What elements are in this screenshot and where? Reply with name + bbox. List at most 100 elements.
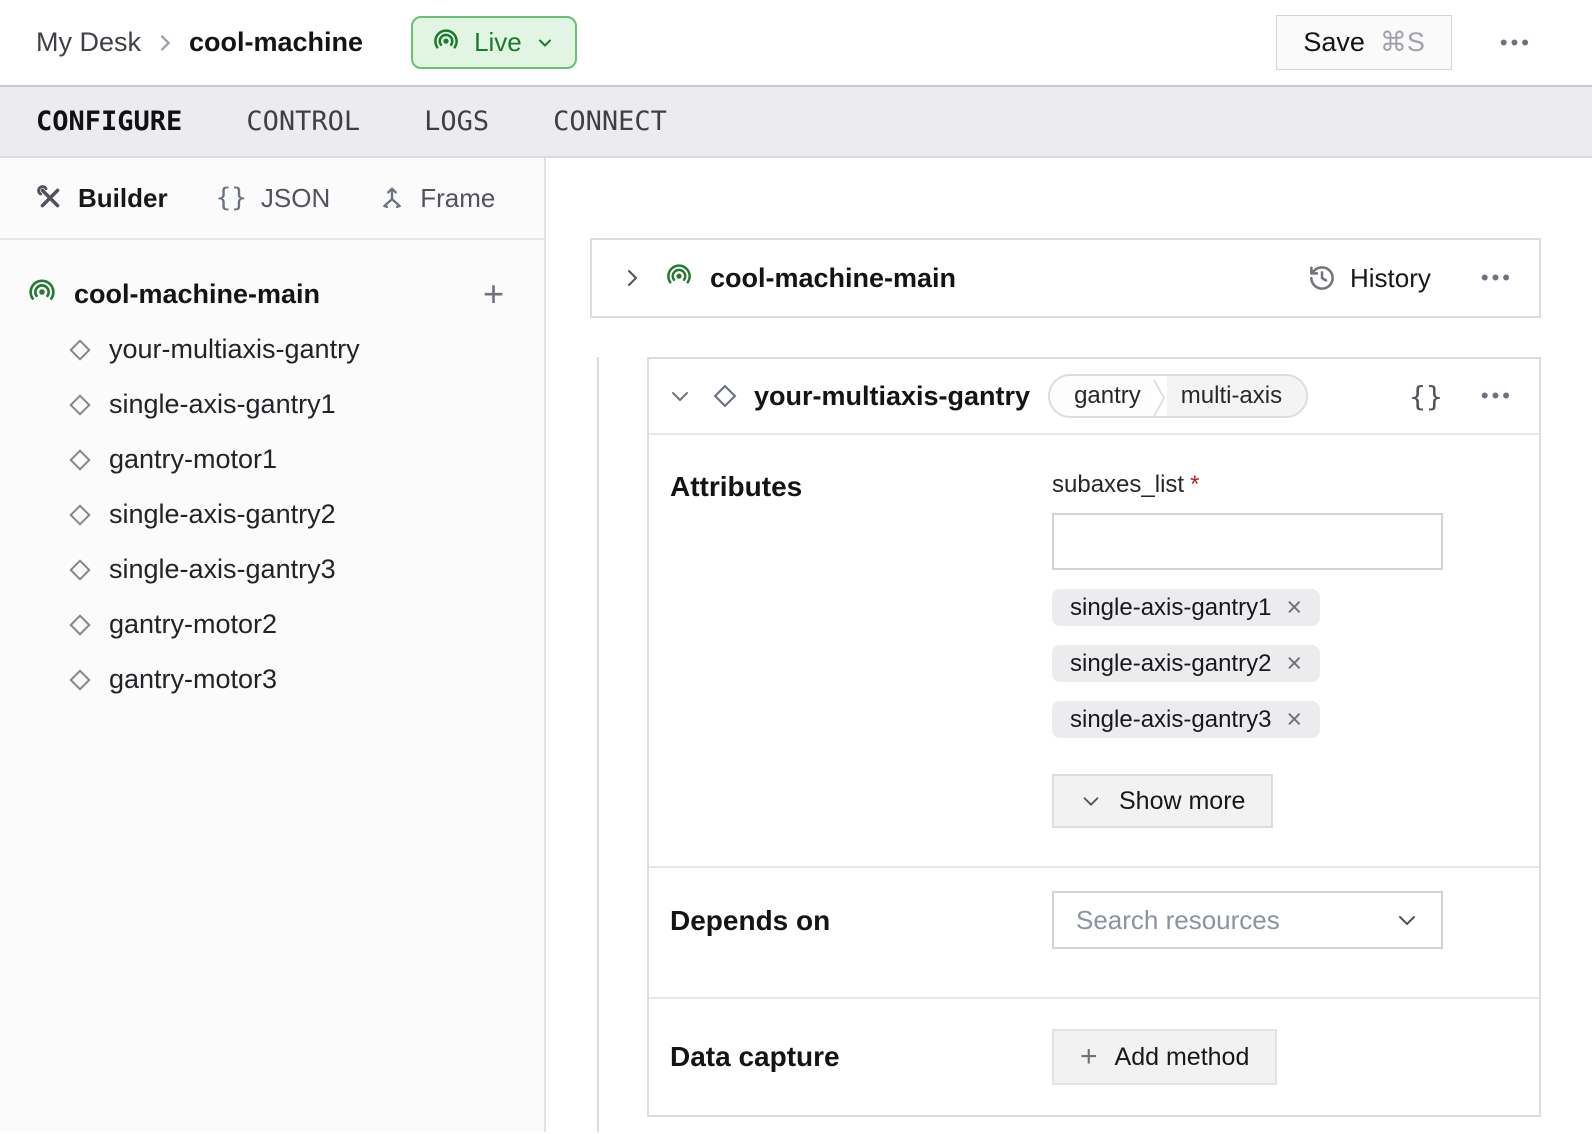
resource-tree: cool-machine-main + your-multiaxis-gantr… [0, 240, 544, 707]
depends-on-label: Depends on [670, 905, 831, 936]
tree-item-label: single-axis-gantry2 [109, 499, 336, 529]
subaxes-chip-list: single-axis-gantry1 × single-axis-gantry… [1052, 589, 1443, 738]
breadcrumb: My Desk cool-machine [36, 27, 363, 58]
data-capture-section: Data capture + Add method [649, 997, 1539, 1121]
braces-icon: {} [215, 183, 247, 213]
component-diamond-icon [66, 501, 94, 529]
tab-connect[interactable]: CONNECT [553, 106, 667, 137]
attributes-section-label: Attributes [670, 471, 803, 502]
component-overflow-menu-icon[interactable]: ••• [1480, 383, 1513, 408]
tree-item-label: single-axis-gantry3 [109, 554, 336, 584]
chip-single-axis-gantry2: single-axis-gantry2 × [1052, 645, 1321, 682]
tree-item-label: single-axis-gantry1 [109, 389, 336, 419]
tree-item-label: gantry-motor2 [109, 609, 278, 639]
component-diamond-icon [66, 611, 94, 639]
history-icon [1307, 263, 1337, 293]
view-tab-frame[interactable]: Frame [378, 183, 495, 214]
add-method-button[interactable]: + Add method [1052, 1029, 1278, 1085]
tab-configure[interactable]: CONFIGURE [36, 106, 183, 137]
add-method-label: Add method [1114, 1042, 1250, 1071]
tab-control[interactable]: CONTROL [246, 106, 361, 137]
chevron-down-icon [535, 33, 555, 53]
chevron-down-icon [1395, 908, 1419, 932]
remove-chip-icon[interactable]: × [1286, 648, 1303, 678]
tree-item-gantry-motor2[interactable]: gantry-motor2 [0, 597, 544, 652]
config-sidebar: Builder {} JSON Frame [0, 158, 546, 1132]
tag-separator-icon [1151, 376, 1167, 416]
tree-root-label: cool-machine-main [74, 278, 321, 309]
remove-chip-icon[interactable]: × [1286, 592, 1303, 622]
view-tab-json[interactable]: {} JSON [216, 183, 331, 214]
component-diamond-icon [66, 336, 94, 364]
json-view-icon[interactable]: {} [1409, 379, 1443, 413]
breadcrumb-current: cool-machine [189, 27, 364, 57]
chevron-right-icon[interactable] [620, 266, 644, 290]
tree-item-label: gantry-motor1 [109, 444, 278, 474]
broadcast-icon [431, 28, 461, 58]
tools-icon [36, 184, 64, 212]
breadcrumb-parent-link[interactable]: My Desk [36, 27, 142, 57]
add-resource-icon[interactable]: + [482, 273, 504, 314]
component-card-your-multiaxis-gantry: your-multiaxis-gantry gantry multi-axis … [647, 357, 1541, 1117]
tree-item-label: your-multiaxis-gantry [109, 334, 360, 364]
component-title: your-multiaxis-gantry [754, 380, 1031, 411]
tree-item-single-axis-gantry2[interactable]: single-axis-gantry2 [0, 487, 544, 542]
chevron-down-icon[interactable] [668, 384, 692, 408]
component-diamond-icon [66, 446, 94, 474]
component-type-tags: gantry multi-axis [1048, 374, 1309, 418]
tab-logs[interactable]: LOGS [424, 106, 490, 137]
depends-on-select[interactable]: Search resources [1052, 891, 1443, 949]
broadcast-icon [664, 263, 694, 293]
save-label: Save [1303, 27, 1365, 57]
component-diamond-icon [66, 391, 94, 419]
nav-tab-bar: CONFIGURE CONTROL LOGS CONNECT [0, 85, 1592, 158]
depends-on-placeholder: Search resources [1076, 904, 1280, 935]
tree-item-gantry-motor3[interactable]: gantry-motor3 [0, 652, 544, 707]
config-main-panel: cool-machine-main History ••• [546, 158, 1592, 1132]
breadcrumb-separator-icon [157, 31, 173, 55]
view-tab-label: Builder [78, 182, 168, 213]
tree-root-machine-part[interactable]: cool-machine-main + [0, 266, 544, 322]
history-label: History [1349, 262, 1431, 293]
view-mode-tabs: Builder {} JSON Frame [0, 158, 544, 240]
tag-type: gantry [1050, 376, 1151, 416]
broadcast-icon [26, 278, 58, 310]
part-overflow-menu-icon[interactable]: ••• [1480, 265, 1513, 290]
history-button[interactable]: History [1307, 263, 1431, 294]
top-bar: My Desk cool-machine Live Save ⌘S ••• [0, 0, 1592, 85]
frame-axes-icon [378, 184, 406, 212]
depends-on-section: Depends on Search resources [649, 866, 1539, 997]
tree-item-label: gantry-motor3 [109, 664, 278, 694]
plus-icon: + [1080, 1040, 1098, 1073]
view-tab-label: JSON [260, 182, 331, 213]
machine-part-title: cool-machine-main [710, 262, 957, 293]
live-status-dropdown[interactable]: Live [411, 16, 577, 69]
overflow-menu-icon[interactable]: ••• [1499, 29, 1532, 55]
show-more-button[interactable]: Show more [1052, 774, 1274, 828]
view-tab-builder[interactable]: Builder [36, 183, 168, 214]
chip-single-axis-gantry3: single-axis-gantry3 × [1052, 701, 1321, 738]
component-diamond-icon [710, 381, 740, 411]
required-marker: * [1190, 471, 1200, 498]
tree-item-your-multiaxis-gantry[interactable]: your-multiaxis-gantry [0, 322, 544, 377]
component-card-header: your-multiaxis-gantry gantry multi-axis … [649, 359, 1539, 435]
remove-chip-icon[interactable]: × [1286, 704, 1303, 734]
component-diamond-icon [66, 556, 94, 584]
live-label: Live [474, 27, 522, 57]
data-capture-label: Data capture [670, 1041, 840, 1072]
save-button[interactable]: Save ⌘S [1276, 15, 1452, 70]
part-resources-group: your-multiaxis-gantry gantry multi-axis … [597, 357, 1541, 1132]
tree-item-single-axis-gantry1[interactable]: single-axis-gantry1 [0, 377, 544, 432]
subaxes-input[interactable] [1052, 513, 1443, 570]
tree-item-single-axis-gantry3[interactable]: single-axis-gantry3 [0, 542, 544, 597]
chip-single-axis-gantry1: single-axis-gantry1 × [1052, 589, 1321, 626]
save-shortcut: ⌘S [1379, 27, 1425, 57]
tag-model: multi-axis [1166, 376, 1307, 416]
chevron-down-icon [1080, 790, 1102, 812]
show-more-label: Show more [1119, 786, 1246, 815]
tree-item-gantry-motor1[interactable]: gantry-motor1 [0, 432, 544, 487]
machine-part-card: cool-machine-main History ••• [590, 238, 1541, 318]
view-tab-label: Frame [420, 182, 496, 213]
subaxes-field-label: subaxes_list* [1052, 471, 1200, 498]
attributes-section: Attributes subaxes_list* single-axis-gan… [649, 435, 1539, 866]
